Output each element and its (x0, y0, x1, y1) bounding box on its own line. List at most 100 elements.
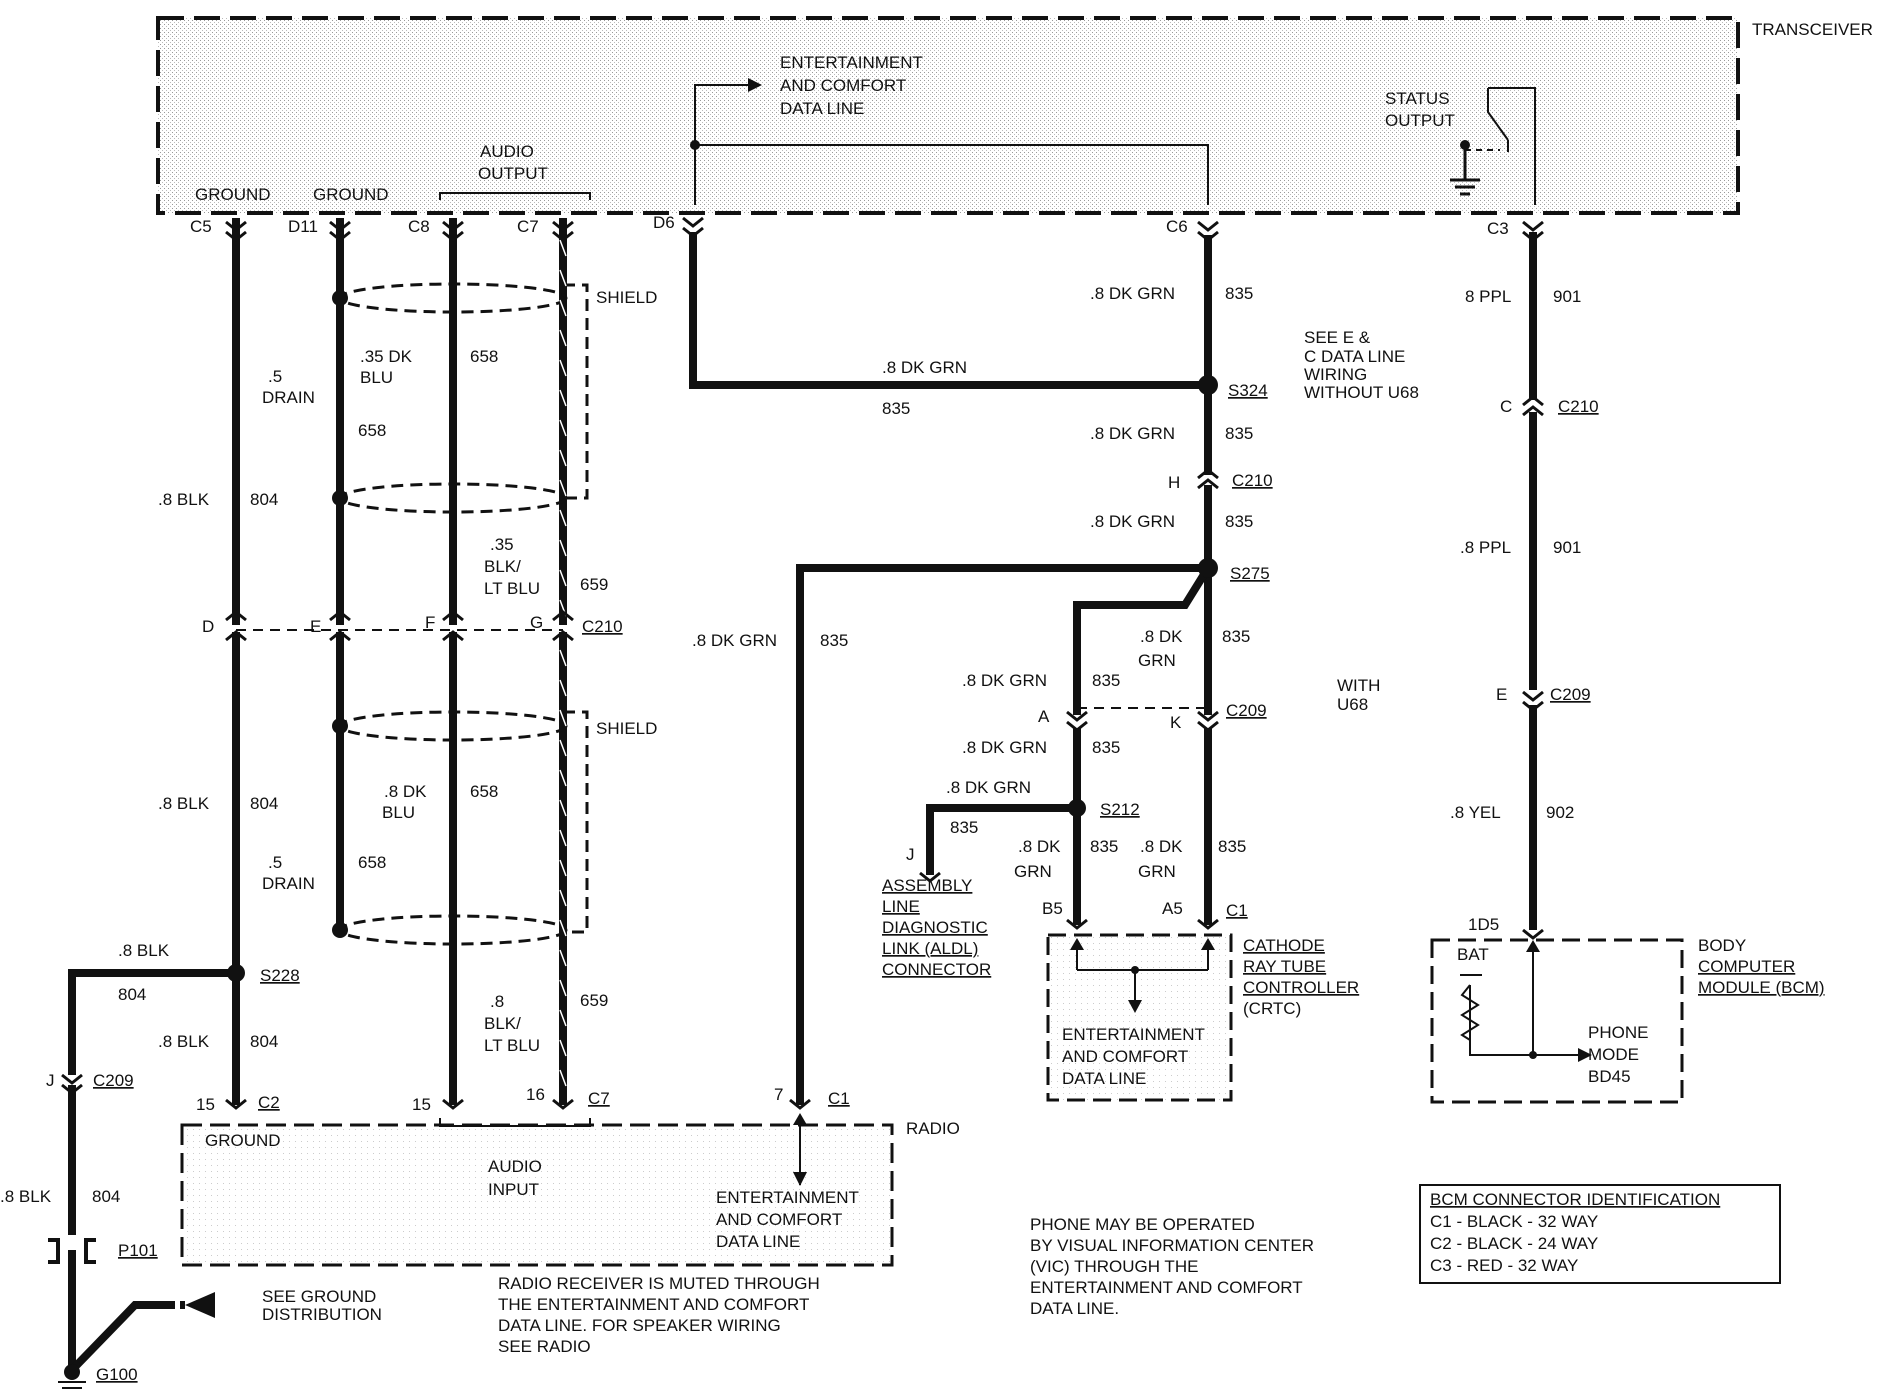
wire-label: .8 DK GRN (882, 358, 967, 377)
wire-label: .35 DK (360, 347, 413, 366)
wire-label: BLK/ (484, 557, 521, 576)
wire-label: 804 (250, 794, 278, 813)
wire-label: .8 YEL (1450, 803, 1501, 822)
note-radio-muted: RADIO RECEIVER IS MUTED THROUGH (498, 1274, 820, 1293)
wire-label: 658 (358, 421, 386, 440)
wire-label: 658 (470, 782, 498, 801)
wire-label: GRN (1138, 862, 1176, 881)
crtc-module: ENTERTAINMENT AND COMFORT DATA LINE CATH… (1046, 933, 1359, 1102)
conn-s324: S324 (1228, 381, 1268, 400)
shield-drain-dots (332, 290, 348, 938)
crtc-ecdl-2: AND COMFORT (1062, 1047, 1188, 1066)
wire-label: 901 (1553, 538, 1581, 557)
wire-label: .35 (490, 535, 514, 554)
bcm-table-row: C2 - BLACK - 24 WAY (1430, 1234, 1598, 1253)
wire-labels: SHIELD SHIELD .5 DRAIN .35 DK BLU 658 65… (0, 284, 1581, 1206)
note-see-ec: SEE E & (1304, 328, 1371, 347)
wire-label: 658 (358, 853, 386, 872)
wire-label: 835 (1222, 627, 1250, 646)
transceiver-module: TRANSCEIVER ENTERTAINMENT AND COMFORT DA… (156, 16, 1873, 215)
conn-g: G (530, 613, 543, 632)
conn-c7: C7 (588, 1089, 610, 1108)
wire-label: 835 (1225, 424, 1253, 443)
aldl-label: CONNECTOR (882, 960, 991, 979)
note-with-u68: WITH (1337, 676, 1380, 695)
wire-label: 804 (250, 1032, 278, 1051)
bcm-phone-3: BD45 (1588, 1067, 1631, 1086)
wire-label: 8 PPL (1465, 287, 1511, 306)
note-phone: DATA LINE. (1030, 1299, 1119, 1318)
note-with-u68: U68 (1337, 695, 1368, 714)
conn-c1-radio: C1 (828, 1089, 850, 1108)
wire-label: 804 (250, 490, 278, 509)
pin-c7: C7 (517, 217, 539, 236)
note-radio-muted: THE ENTERTAINMENT AND COMFORT (498, 1295, 809, 1314)
conn-c209-left: C209 (93, 1071, 134, 1090)
status-output-2: OUTPUT (1385, 111, 1455, 130)
note-phone: BY VISUAL INFORMATION CENTER (1030, 1236, 1314, 1255)
audio-input-1: AUDIO (488, 1157, 542, 1176)
pin-15b: 15 (412, 1095, 431, 1114)
shield-label-1: SHIELD (596, 288, 657, 307)
wire-label: .8 DK (1140, 837, 1183, 856)
wire-label: .8 DK GRN (962, 671, 1047, 690)
aldl-label: DIAGNOSTIC (882, 918, 988, 937)
radio-ecdl-1: ENTERTAINMENT (716, 1188, 859, 1207)
wire-label: .8 BLK (158, 490, 210, 509)
bcm-phone-1: PHONE (1588, 1023, 1648, 1042)
note-see-ground: SEE GROUND (262, 1287, 376, 1306)
wire-label: .8 BLK (158, 794, 210, 813)
wire-label: .5 (268, 367, 282, 386)
conn-b5: B5 (1042, 899, 1063, 918)
conn-d: D (202, 617, 214, 636)
wire-label: 835 (820, 631, 848, 650)
conn-g100: G100 (96, 1365, 138, 1384)
ground-label-2: GROUND (313, 185, 389, 204)
wire-label: .8 DK GRN (1090, 512, 1175, 531)
note-phone: ENTERTAINMENT AND COMFORT (1030, 1278, 1303, 1297)
bcm-table-title: BCM CONNECTOR IDENTIFICATION (1430, 1190, 1720, 1209)
splice-s324 (1198, 375, 1218, 395)
wire-label: .8 DK GRN (692, 631, 777, 650)
ground-wires (68, 218, 567, 1373)
conn-s212: S212 (1100, 800, 1140, 819)
conn-h: H (1168, 473, 1180, 492)
note-see-ec: WIRING (1304, 365, 1367, 384)
aldl-label: LINK (ALDL) (882, 939, 978, 958)
conn-j-aldl: J (906, 845, 915, 864)
pin-d6: D6 (653, 213, 675, 232)
wire-label: 902 (1546, 803, 1574, 822)
note-radio-muted: SEE RADIO (498, 1337, 591, 1356)
aldl-label: ASSEMBLY (882, 876, 972, 895)
conn-c209-mid: C209 (1226, 701, 1267, 720)
pin-16: 16 (526, 1085, 545, 1104)
conn-c210-mid: C210 (1232, 471, 1273, 490)
pin-7: 7 (774, 1085, 783, 1104)
bcm-phone-2: MODE (1588, 1045, 1639, 1064)
bcm-table-row: C1 - BLACK - 32 WAY (1430, 1212, 1598, 1231)
conn-j-left: J (46, 1071, 55, 1090)
wire-label: BLU (360, 368, 393, 387)
ground-label-1: GROUND (195, 185, 271, 204)
transceiver-ecdl-2: AND COMFORT (780, 76, 906, 95)
audio-input-2: INPUT (488, 1180, 539, 1199)
splice-s275 (1198, 558, 1218, 578)
radio-ground: GROUND (205, 1131, 281, 1150)
aldl-label: LINE (882, 897, 920, 916)
wire-label: .8 DK (384, 782, 427, 801)
twist-hatch (559, 239, 567, 1087)
wire-label: 835 (1225, 284, 1253, 303)
conn-e-right: E (1496, 685, 1507, 704)
wire-label: 835 (1092, 738, 1120, 757)
conn-1d5: 1D5 (1468, 915, 1499, 934)
crtc-label-2: RAY TUBE (1243, 957, 1326, 976)
wire-label: DRAIN (262, 388, 315, 407)
pin-c8: C8 (408, 217, 430, 236)
notes: SEE E & C DATA LINE WIRING WITHOUT U68 W… (262, 328, 1419, 1356)
conn-a5: A5 (1162, 899, 1183, 918)
wire-label: DRAIN (262, 874, 315, 893)
crtc-ecdl-3: DATA LINE (1062, 1069, 1146, 1088)
bcm-bat: BAT (1457, 945, 1489, 964)
radio-module: RADIO GROUND AUDIO INPUT ENTERTAINMENT A… (180, 1113, 960, 1267)
